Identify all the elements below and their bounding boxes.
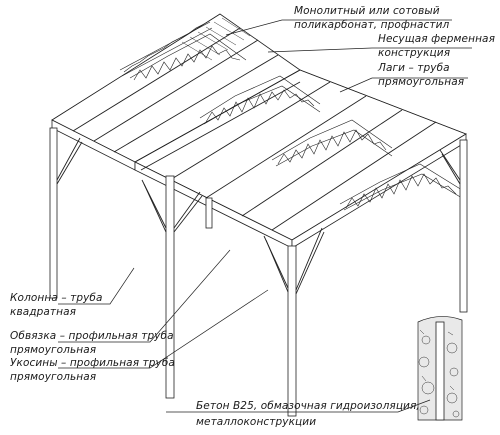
callout-braces: Укосины – профильная труба прямоугольная: [10, 357, 175, 383]
truss-line-1: Несущая ферменная: [378, 33, 495, 45]
callout-purlins: Лаги – труба прямоугольная: [377, 62, 464, 88]
roofing-line-2: поликарбонат, профнастил: [294, 19, 450, 31]
braces: [56, 137, 461, 295]
trusses: [119, 21, 463, 211]
columns: [49, 127, 468, 417]
truss-line-2: конструкция: [378, 47, 450, 59]
foundation-detail: [417, 316, 463, 421]
callout-truss: Несущая ферменная конструкция: [378, 33, 495, 59]
column-line-1: Колонна – труба: [10, 292, 103, 304]
purlins-line-2: прямоугольная: [378, 76, 464, 88]
purlins: [72, 27, 437, 231]
callout-foundation: Бетон В25, обмазочная гидроизоляция, мет…: [196, 400, 420, 428]
callout-strapping: Обвязка – профильная труба прямоугольная: [10, 330, 174, 356]
callout-roofing: Монолитный или сотовый поликарбонат, про…: [294, 5, 450, 31]
purlins-line-1: Лаги – труба: [377, 62, 450, 74]
strapping-line-1: Обвязка – профильная труба: [10, 330, 174, 342]
strapping-line-2: прямоугольная: [10, 344, 96, 356]
braces-line-1: Укосины – профильная труба: [10, 357, 175, 369]
callout-column: Колонна – труба квадратная: [10, 292, 103, 318]
foundation-line-1: Бетон В25, обмазочная гидроизоляция,: [196, 400, 420, 412]
roofing-line-1: Монолитный или сотовый: [294, 5, 440, 17]
leader-lines: [58, 19, 472, 413]
braces-line-2: прямоугольная: [10, 371, 96, 383]
column-line-2: квадратная: [10, 306, 76, 318]
foundation-line-2: металлоконструкции: [196, 416, 316, 428]
